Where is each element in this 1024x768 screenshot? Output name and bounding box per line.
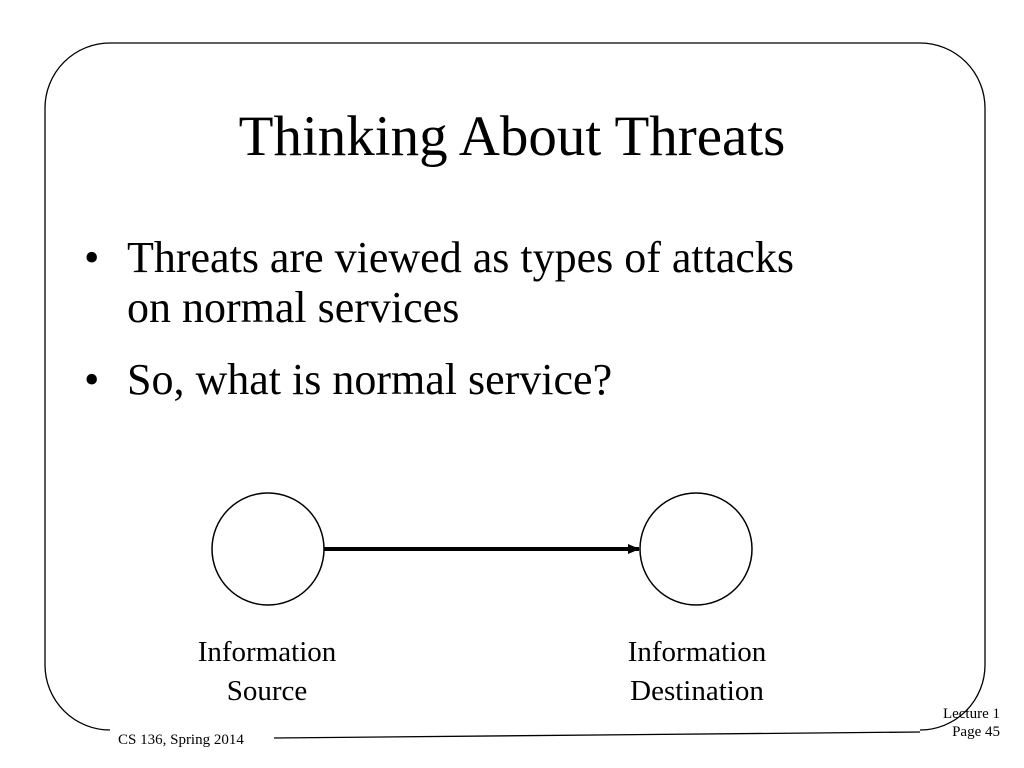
footer-rule (273, 731, 921, 739)
lecture-number: Lecture 1 (942, 706, 1000, 722)
slide-border (44, 42, 986, 731)
source-label-line: Source (226, 675, 308, 707)
source-label-line: Information (197, 636, 337, 668)
bullet-item: • So, what is normal service? (84, 355, 944, 405)
source-label: Information Source (157, 633, 377, 711)
slide-title: Thinking About Threats (238, 105, 786, 168)
bullet-icon: • (84, 233, 100, 282)
page-footer: Lecture 1 Page 45 (928, 705, 1000, 741)
source-node (211, 492, 325, 606)
destination-label-line: Destination (630, 675, 764, 707)
bullet-item: • Threats are viewed as types of attacks… (84, 233, 944, 333)
course-footer: CS 136, Spring 2014 (118, 732, 244, 748)
bullet-text-line: So, what is normal service? (127, 355, 613, 404)
destination-node (639, 492, 753, 606)
destination-label: Information Destination (587, 633, 807, 711)
bullet-list: • Threats are viewed as types of attacks… (84, 233, 944, 427)
page-number: Page 45 (952, 724, 1000, 740)
bullet-icon: • (84, 355, 100, 404)
bullet-text-line: Threats are viewed as types of attacks (127, 233, 795, 282)
bullet-text-line: on normal services (127, 283, 460, 332)
destination-label-line: Information (627, 636, 767, 668)
